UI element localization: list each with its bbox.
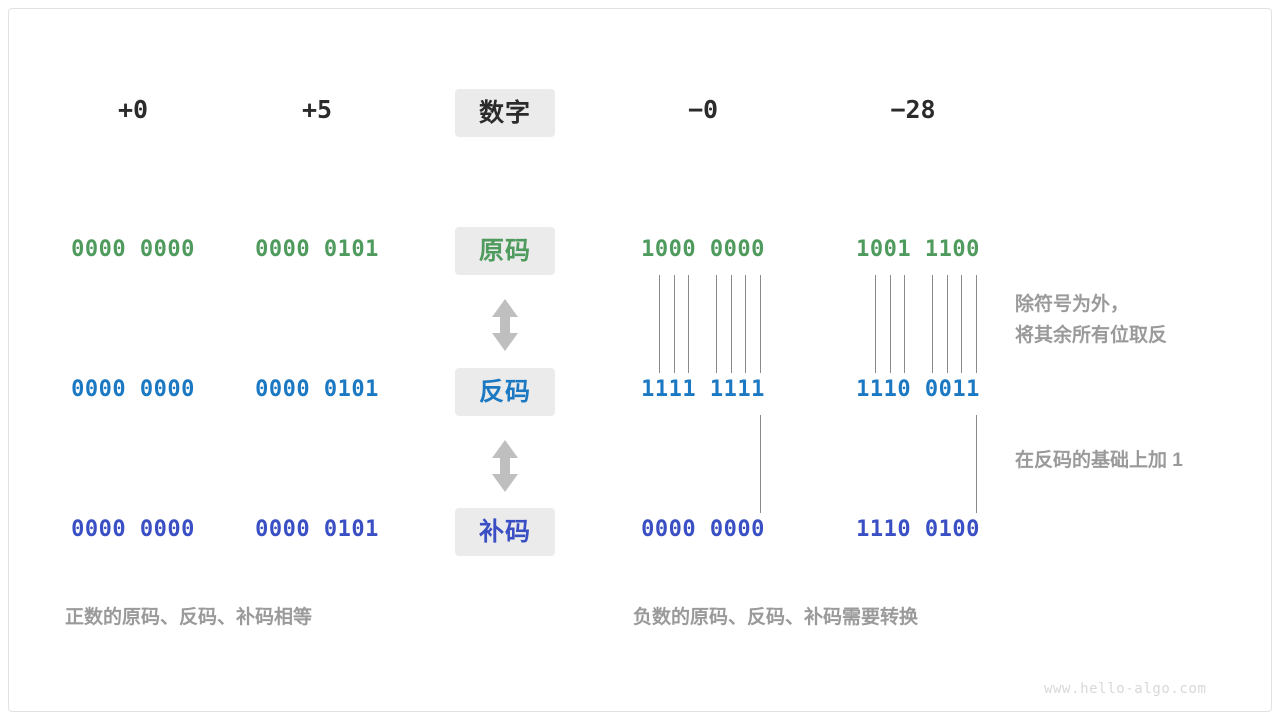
bit-connector-line (961, 275, 962, 373)
cell-true-form-minus-twentyeight: 1001 1100 (856, 237, 980, 262)
carry-connector-line (976, 415, 977, 513)
annotation-add-one: 在反码的基础上加 1 (1015, 450, 1183, 471)
bit-connector-line (674, 275, 675, 373)
cell-true-form-plus-five: 0000 0101 (255, 237, 379, 262)
row-header-badge-number: 数字 (455, 89, 555, 137)
cell-twos-complement-plus-five: 0000 0101 (255, 517, 379, 542)
bit-connector-line (688, 275, 689, 373)
figure-card: +0 +5 数字 −0 −28 0000 0000 0000 0101 原码 1… (8, 8, 1272, 712)
caption-negative: 负数的原码、反码、补码需要转换 (633, 607, 919, 628)
carry-connector-line (760, 415, 761, 513)
column-header-minus-zero: −0 (687, 95, 719, 124)
bit-connector-line (745, 275, 746, 373)
bit-connector-line (760, 275, 761, 373)
watermark: www.hello-algo.com (1044, 681, 1207, 697)
cell-ones-complement-plus-five: 0000 0101 (255, 377, 379, 402)
bit-connector-line (932, 275, 933, 373)
cell-ones-complement-minus-zero: 1111 1111 (641, 377, 765, 402)
double-arrow-icon-true-to-ones (488, 297, 522, 358)
double-arrow-icon-ones-to-twos (488, 438, 522, 499)
bit-connector-line (904, 275, 905, 373)
cell-ones-complement-minus-twentyeight: 1110 0011 (856, 377, 980, 402)
caption-positive: 正数的原码、反码、补码相等 (65, 607, 313, 628)
bit-connector-line (947, 275, 948, 373)
bit-connector-line (890, 275, 891, 373)
column-header-minus-twentyeight: −28 (890, 95, 936, 124)
cell-ones-complement-plus-zero: 0000 0000 (71, 377, 195, 402)
row-header-badge-true-form: 原码 (455, 227, 555, 275)
annotation-invert-bits: 除符号为外， 将其余所有位取反 (1015, 294, 1168, 346)
bit-connector-line (659, 275, 660, 373)
bit-connector-line (875, 275, 876, 373)
row-header-badge-ones-complement: 反码 (455, 368, 555, 416)
cell-true-form-minus-zero: 1000 0000 (641, 237, 765, 262)
bit-connector-line (716, 275, 717, 373)
bit-connector-line (731, 275, 732, 373)
column-header-plus-zero: +0 (117, 95, 149, 124)
bit-connector-line (976, 275, 977, 373)
cell-twos-complement-plus-zero: 0000 0000 (71, 517, 195, 542)
cell-twos-complement-minus-zero: 0000 0000 (641, 517, 765, 542)
cell-twos-complement-minus-twentyeight: 1110 0100 (856, 517, 980, 542)
cell-true-form-plus-zero: 0000 0000 (71, 237, 195, 262)
row-header-badge-twos-complement: 补码 (455, 508, 555, 556)
column-header-plus-five: +5 (301, 95, 333, 124)
